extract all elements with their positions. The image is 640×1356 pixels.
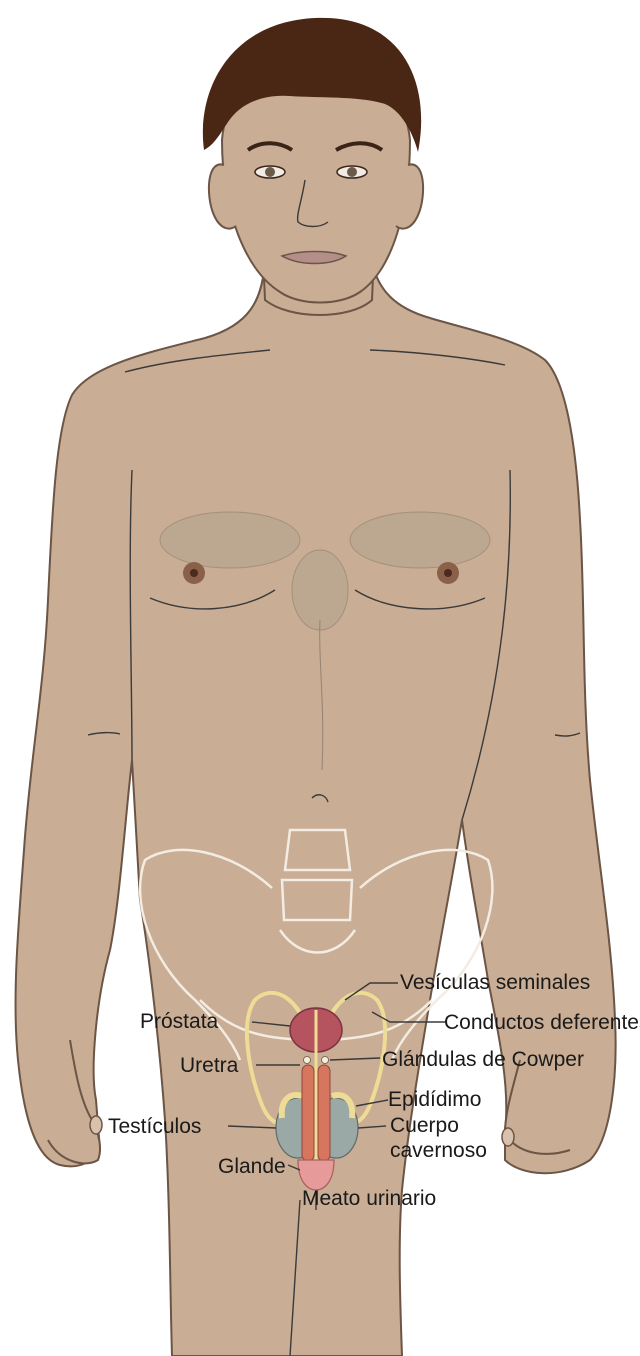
label-conductos: Conductos deferentes — [444, 1011, 640, 1034]
head — [203, 18, 423, 315]
label-uretra: Uretra — [180, 1054, 239, 1077]
label-prostata: Próstata — [140, 1010, 219, 1033]
label-vesiculas: Vesículas seminales — [400, 971, 590, 994]
corpus-cavernosum-left — [302, 1065, 314, 1161]
label-glande: Glande — [218, 1155, 286, 1178]
right-nipple-center — [444, 569, 452, 577]
right-iris — [347, 167, 357, 177]
corpus-cavernosum-right — [318, 1065, 330, 1161]
label-testiculos: Testículos — [108, 1115, 201, 1138]
cowper-gland-left — [304, 1057, 311, 1064]
cowper-gland-right — [322, 1057, 329, 1064]
right-fingernail — [502, 1128, 514, 1146]
left-nipple-center — [190, 569, 198, 577]
left-fingernail — [90, 1116, 102, 1134]
label-cuerpo-line1: Cuerpo — [390, 1114, 459, 1137]
label-cowper: Glándulas de Cowper — [382, 1048, 584, 1071]
left-iris — [265, 167, 275, 177]
label-cuerpo-line2: cavernoso — [390, 1139, 487, 1162]
label-meato: Meato urinario — [302, 1187, 436, 1210]
label-epididimo: Epidídimo — [388, 1088, 481, 1111]
